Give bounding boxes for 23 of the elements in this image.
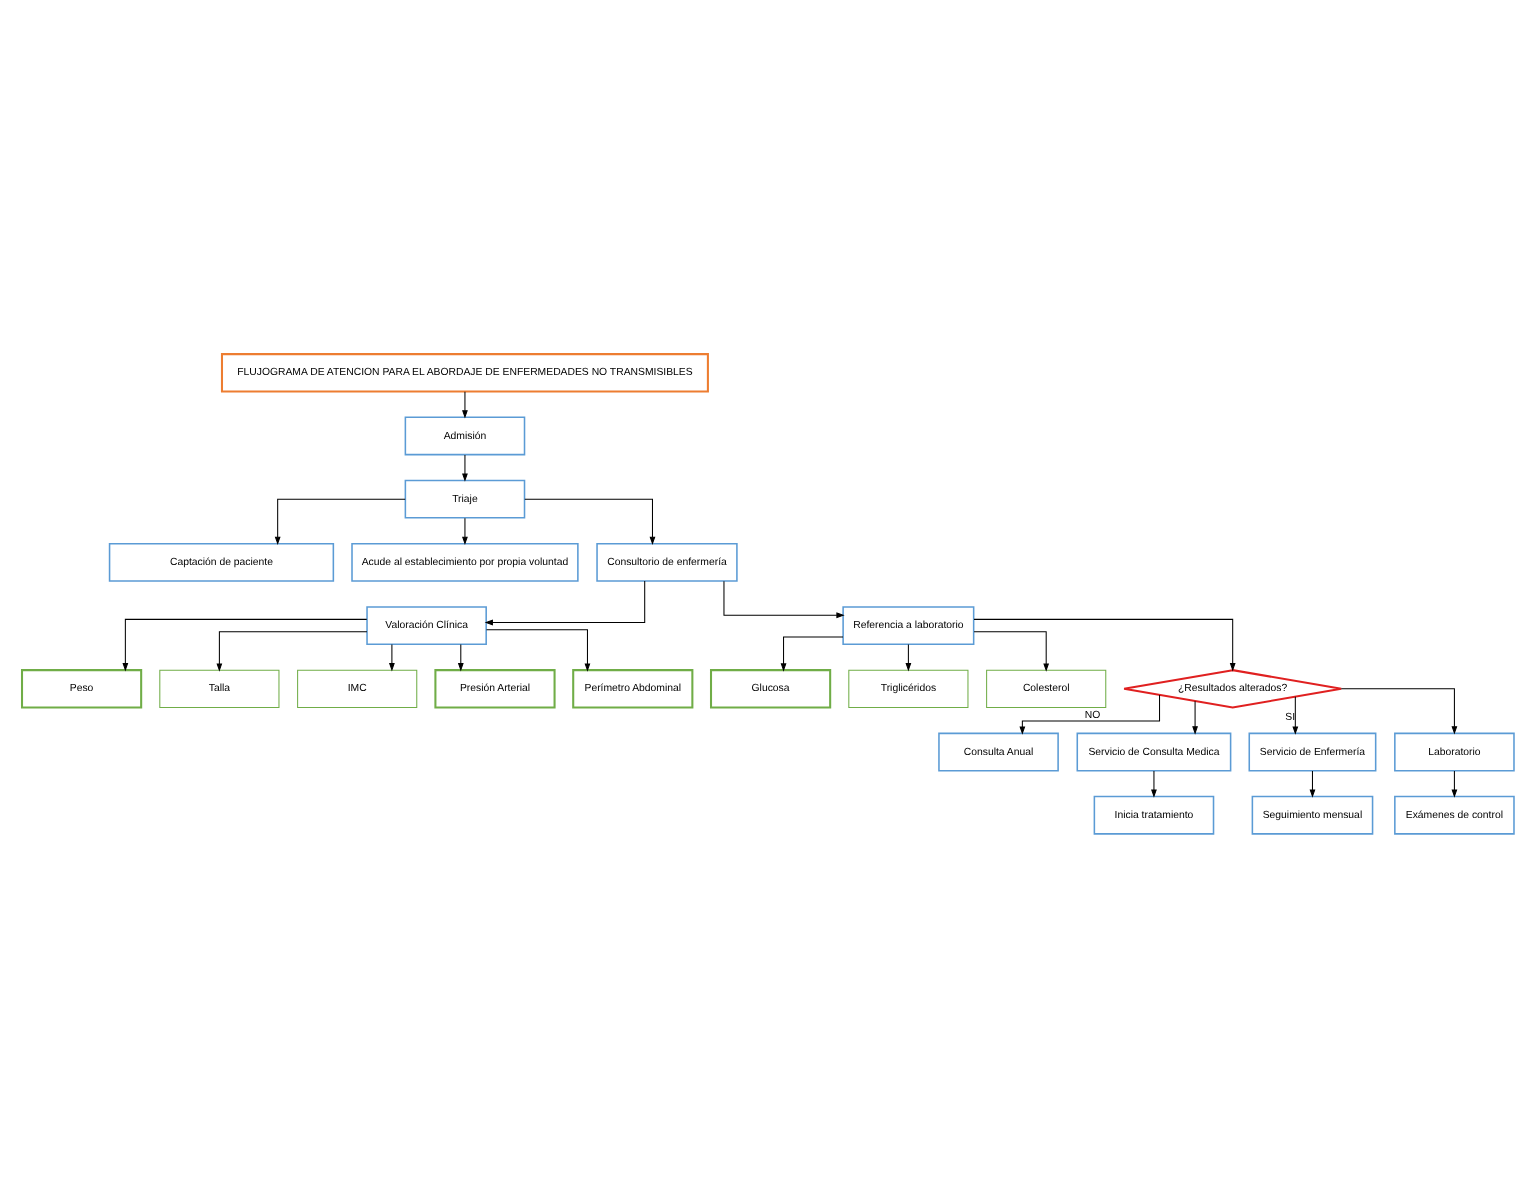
arrow [457,644,464,672]
arrow [973,618,1236,672]
arrow [780,636,844,672]
arrow [462,454,468,482]
arrow [524,498,656,545]
arrow [905,644,912,672]
arrow [973,631,1050,672]
arrow [1340,688,1458,735]
arrow [122,618,368,672]
arrow [486,629,591,672]
arrow [389,644,395,672]
arrow [216,631,368,672]
arrow [1292,696,1299,735]
arrow [723,580,845,619]
arrow [1019,694,1161,735]
arrow [1151,770,1157,798]
arrow [1451,770,1458,798]
arrow [462,517,468,546]
arrow [1309,770,1316,798]
arrow [462,391,468,419]
arrow [274,498,406,545]
arrow [1192,700,1198,735]
arrow [484,580,646,626]
